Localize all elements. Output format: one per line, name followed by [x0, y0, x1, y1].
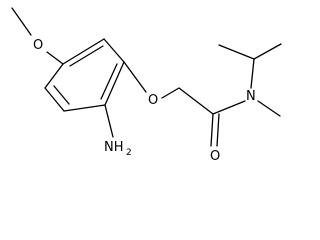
chemical-structure: O O O N NH 2	[11, 7, 282, 164]
bond-ch2-to-carbonyl-c	[178, 87, 214, 115]
bond-carbonyl-double-outer	[210, 113, 214, 147]
bond-methoxy-o-to-ring	[46, 51, 64, 65]
bond-ring-to-ether-o	[123, 61, 147, 93]
bond-n-to-methyl	[257, 100, 281, 117]
ring-bond-4	[63, 104, 106, 112]
ring-bond-3	[104, 61, 125, 106]
ether-oxygen-label: O	[148, 93, 158, 108]
carbonyl-oxygen-label: O	[210, 149, 220, 164]
amino-group-label: NH	[104, 140, 124, 155]
ring-bond-6	[44, 63, 64, 89]
bond-isopropyl-left-methyl	[218, 44, 255, 60]
amide-nitrogen-label: N	[246, 89, 256, 104]
amino-group-subscript: 2	[126, 148, 132, 158]
bond-methyl-to-methoxy-o	[23, 24, 32, 36]
ring-bond-1	[62, 38, 105, 65]
ring-bond-2	[103, 38, 125, 63]
ring-bond-3-inner	[100, 63, 118, 100]
methoxy-oxygen-label: O	[33, 38, 43, 53]
bond-carbonyl-double-inner	[216, 113, 220, 147]
bond-isopropyl-right-methyl	[253, 43, 282, 60]
ring-bond-5-inner	[53, 85, 70, 105]
bond-ring-to-amino	[104, 104, 114, 138]
bond-ether-o-to-ch2	[161, 87, 180, 99]
bond-carbonyl-c-to-n	[212, 100, 246, 115]
ring-bond-5	[44, 87, 65, 112]
bond-methyl-terminal	[11, 7, 25, 26]
ring-bond-1-inner	[69, 45, 104, 67]
bond-n-to-isopropyl-ch	[250, 58, 255, 89]
